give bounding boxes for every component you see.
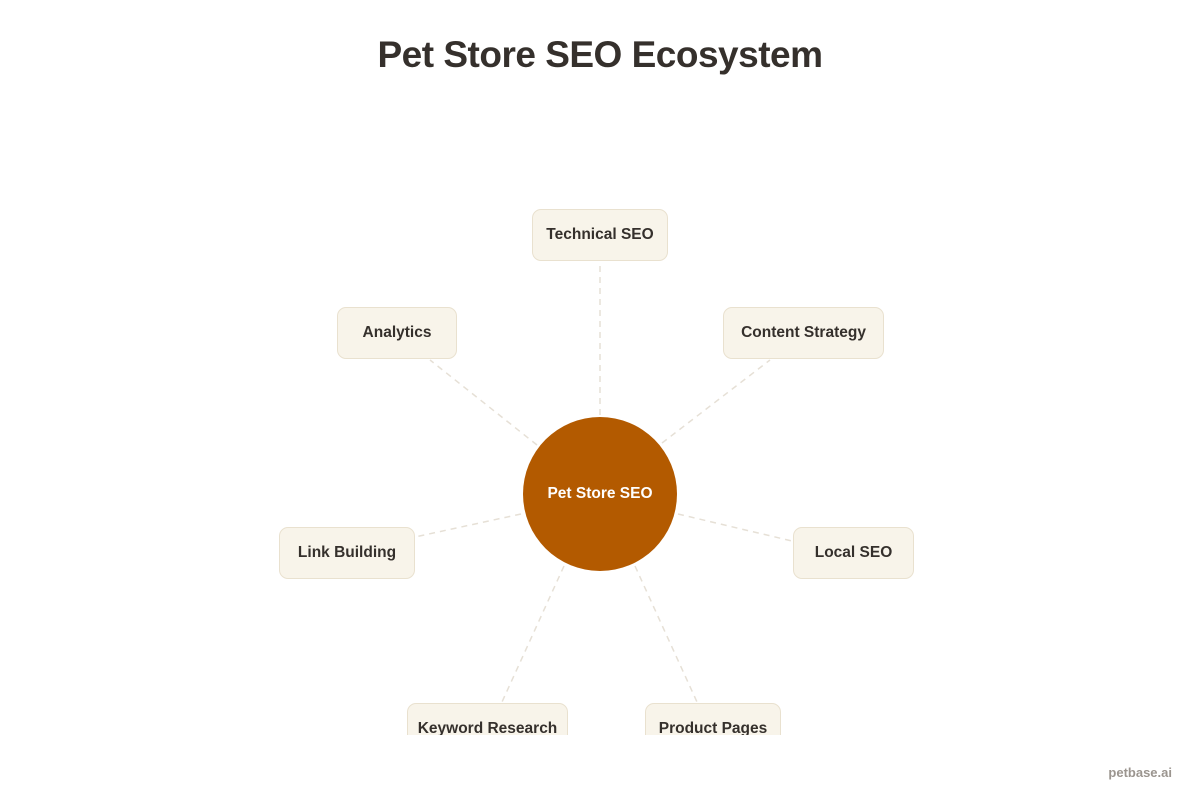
node-analytics: Analytics [337,307,457,359]
connector-content-strategy [661,359,771,444]
connector-link-building [414,513,522,538]
connector-analytics [429,359,538,446]
page-title: Pet Store SEO Ecosystem [377,34,823,75]
hub-node: Pet Store SEO [523,417,677,571]
node-keyword-research: Keyword Research [407,703,568,735]
diagram: Technical SEO Content Strategy Local SEO… [279,209,914,735]
connector-lines [414,262,793,703]
node-link-building: Link Building [279,527,415,579]
node-technical-seo: Technical SEO [532,209,668,261]
node-product-pages: Product Pages [645,703,781,735]
footer-brand: petbase.ai [1108,765,1172,780]
node-local-seo: Local SEO [793,527,914,579]
node-content-strategy: Content Strategy [723,307,884,359]
connector-product-pages [634,565,698,703]
connector-keyword-research [501,565,565,703]
connector-local-seo [677,513,793,542]
